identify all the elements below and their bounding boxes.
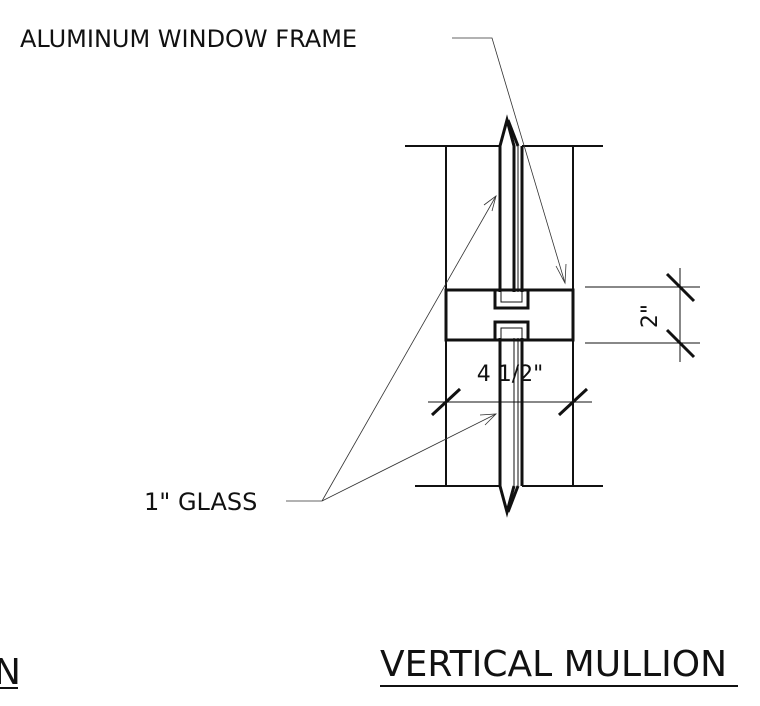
detail-title-group: VERTICAL MULLION — [380, 644, 738, 687]
width-dimension: 4 1/2" — [428, 362, 592, 417]
frame-leader-arrow — [555, 263, 567, 285]
height-dimension: 2" — [585, 268, 700, 362]
upper-glass-break — [506, 119, 520, 147]
lower-glass-break-left — [498, 485, 516, 518]
upper-glass-left-line — [498, 114, 516, 292]
width-tick-left — [430, 387, 462, 417]
width-tick-right — [557, 387, 589, 417]
upper-glazing-channel-inner — [500, 290, 523, 303]
height-tick-bottom — [665, 328, 696, 359]
glass-callout: 1" GLASS — [144, 194, 498, 516]
frame-leader-line — [452, 37, 566, 284]
glass-panes — [498, 114, 524, 518]
height-tick-top — [665, 272, 696, 303]
glass-leader-lower — [321, 413, 497, 502]
detail-title: VERTICAL MULLION — [380, 644, 727, 685]
frame-callout: ALUMINUM WINDOW FRAME — [20, 25, 567, 285]
frame-callout-label: ALUMINUM WINDOW FRAME — [20, 25, 357, 53]
upper-glazing-channel — [493, 290, 530, 310]
glass-leader-upper-arrow — [483, 194, 497, 212]
lower-glass-break-right — [506, 485, 520, 513]
lower-glazing-channel-inner — [500, 327, 523, 340]
glass-callout-label: 1" GLASS — [144, 488, 257, 516]
mullion-section — [444, 288, 575, 342]
lower-glazing-channel — [493, 320, 530, 340]
glass-leader-lower-arrow — [479, 413, 498, 426]
glass-leader-upper — [321, 195, 497, 502]
mullion-body — [444, 288, 575, 342]
cut-off-title-group: N — [0, 652, 21, 693]
cut-off-title-fragment: N — [0, 652, 21, 693]
width-dimension-label: 4 1/2" — [477, 362, 544, 387]
height-dimension-label: 2" — [638, 304, 663, 328]
